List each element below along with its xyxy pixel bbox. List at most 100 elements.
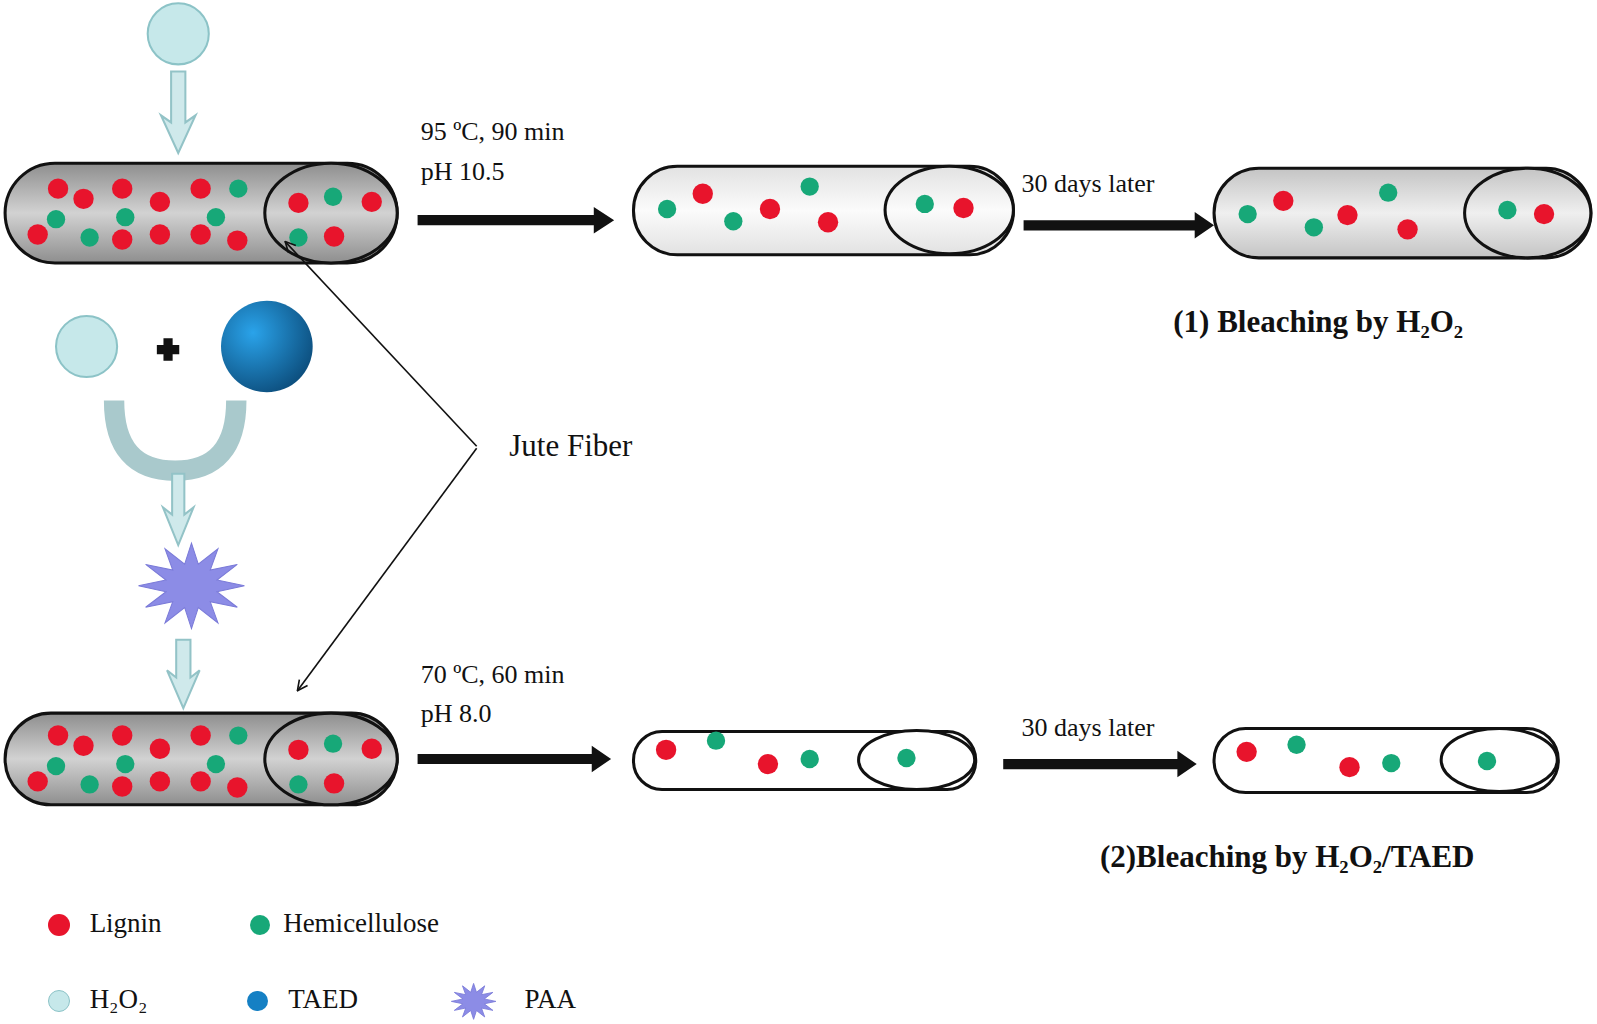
lignin-dot <box>190 224 210 244</box>
hemicellulose-dot <box>1238 205 1256 223</box>
plus-sign <box>157 338 179 360</box>
feed-arrow <box>167 640 200 708</box>
lignin-dot <box>1339 757 1359 777</box>
hemicellulose-dot <box>1478 752 1496 770</box>
fiber-dots <box>27 178 381 250</box>
legend-swatch <box>48 914 70 936</box>
hemicellulose-dot <box>229 179 247 197</box>
condition-label: pH 8.0 <box>421 701 492 727</box>
leader-line <box>297 448 476 690</box>
lignin-dot <box>953 198 973 218</box>
panel-caption: (1) Bleaching by H₂O₂ <box>1173 306 1463 337</box>
hemicellulose-dot <box>897 749 915 767</box>
process-arrow <box>418 746 612 772</box>
legend-starburst <box>451 983 495 1019</box>
bleached-fiber <box>634 166 1014 255</box>
h2o2-molecule <box>148 3 209 64</box>
reaction-arrow <box>163 474 194 545</box>
hemicellulose-dot <box>1379 184 1397 202</box>
fiber-end <box>859 730 975 789</box>
hemicellulose-dot <box>658 200 676 218</box>
fiber-end <box>265 163 397 263</box>
fiber-body <box>1214 728 1558 792</box>
time-arrow <box>1024 212 1214 238</box>
raw-jute-fiber <box>5 713 397 805</box>
legend-swatch <box>48 990 70 1012</box>
fiber-end <box>1465 168 1591 258</box>
reaction-funnel <box>114 400 236 470</box>
lignin-dot <box>818 212 838 232</box>
lignin-dot <box>760 199 780 219</box>
fiber-end <box>885 166 1013 254</box>
feed-arrow <box>161 72 196 153</box>
condition-label: pH 10.5 <box>421 159 505 185</box>
lignin-dot <box>1397 219 1417 239</box>
h2o2-molecule <box>56 316 117 377</box>
lignin-dot <box>112 229 132 249</box>
time-label: 30 days later <box>1022 715 1155 741</box>
raw-jute-fiber <box>5 163 397 263</box>
hemicellulose-dot <box>707 731 725 749</box>
lignin-dot <box>227 230 247 250</box>
hemicellulose-dot <box>801 177 819 195</box>
time-label: 30 days later <box>1022 171 1155 197</box>
fiber-body <box>5 713 397 805</box>
hemicellulose-dot <box>80 228 98 246</box>
hemicellulose-dot <box>1498 201 1516 219</box>
lignin-dot <box>1534 204 1554 224</box>
hemicellulose-dot <box>47 210 65 228</box>
legend-text: H₂O₂ <box>90 986 148 1013</box>
lignin-dot <box>150 224 170 244</box>
lignin-dot <box>150 192 170 212</box>
hemicellulose-dot <box>324 188 342 206</box>
callout-label: Jute Fiber <box>509 430 632 461</box>
aged-fiber <box>1214 728 1558 792</box>
leader-line <box>285 242 476 447</box>
hemicellulose-dot <box>207 208 225 226</box>
hemicellulose-dot <box>1305 218 1323 236</box>
hemicellulose-dot <box>289 228 307 246</box>
legend-text: Hemicellulose <box>283 910 439 937</box>
hemicellulose-dot <box>916 195 934 213</box>
lignin-dot <box>1236 742 1256 762</box>
hemicellulose-dot <box>801 750 819 768</box>
lignin-dot <box>693 184 713 204</box>
fiber-dots <box>27 725 381 797</box>
fiber-body <box>634 166 1014 255</box>
paa-starburst <box>139 543 245 629</box>
lignin-dot <box>656 740 676 760</box>
legend-text: PAA <box>525 986 577 1013</box>
legend-swatch <box>247 991 267 1011</box>
lignin-dot <box>758 754 778 774</box>
taed-molecule <box>221 301 313 393</box>
lignin-dot <box>73 189 93 209</box>
aged-fiber <box>1214 168 1591 258</box>
hemicellulose-dot <box>1382 754 1400 772</box>
lignin-dot <box>324 226 344 246</box>
process-arrow <box>418 207 615 233</box>
hemicellulose-dot <box>724 212 742 230</box>
fiber-body <box>5 163 397 263</box>
hemicellulose-dot <box>1287 736 1305 754</box>
lignin-dot <box>190 178 210 198</box>
legend-swatch <box>250 915 270 935</box>
lignin-dot <box>362 192 382 212</box>
lignin-dot <box>48 178 68 198</box>
lignin-dot <box>1273 191 1293 211</box>
fiber-end <box>1441 728 1557 791</box>
legend-text: Lignin <box>90 910 162 937</box>
lignin-dot <box>112 178 132 198</box>
hemicellulose-dot <box>116 208 134 226</box>
lignin-dot <box>288 193 308 213</box>
fiber-body <box>1214 168 1591 258</box>
time-arrow <box>1003 751 1197 777</box>
bleached-fiber <box>634 730 976 789</box>
condition-label: 70 ºC, 60 min <box>421 662 565 688</box>
legend-text: TAED <box>288 986 358 1013</box>
condition-label: 95 ºC, 90 min <box>421 119 565 145</box>
lignin-dot <box>1337 205 1357 225</box>
lignin-dot <box>27 224 47 244</box>
panel-caption: (2)Bleaching by H₂O₂/TAED <box>1100 841 1475 872</box>
